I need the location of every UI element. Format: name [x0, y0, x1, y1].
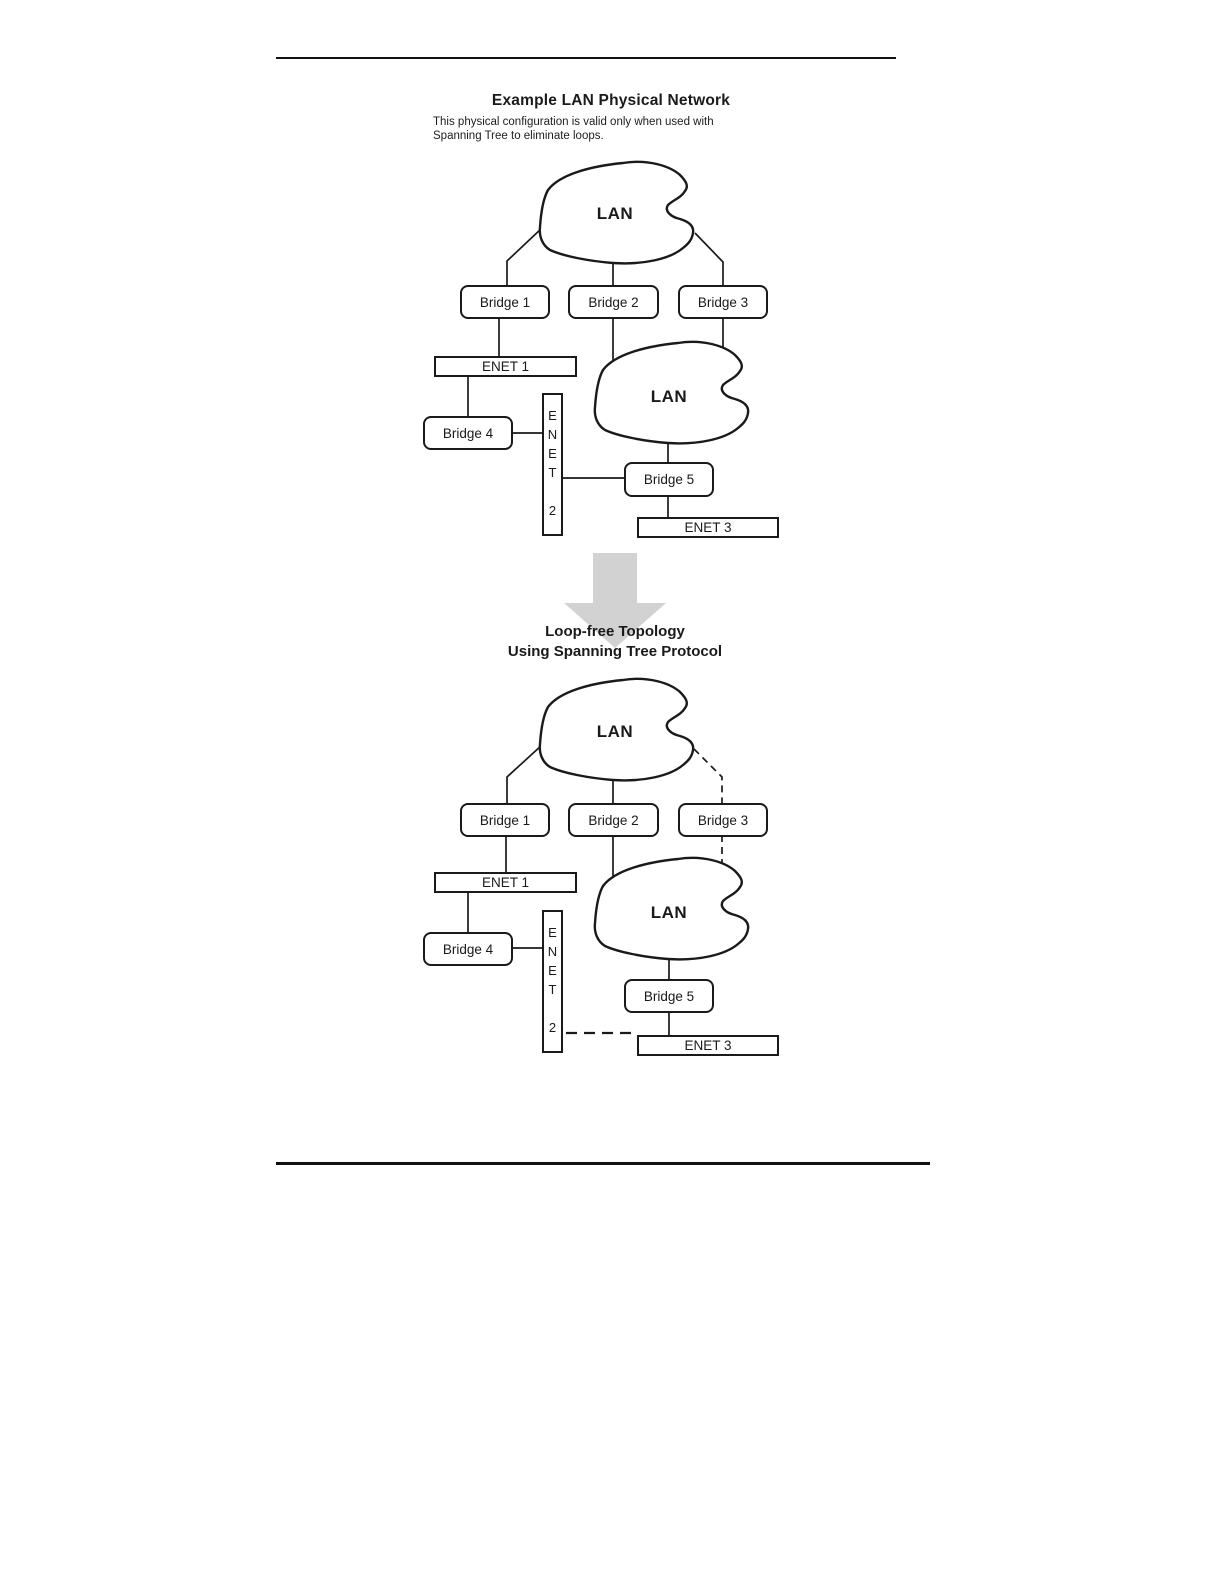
node-bridge2: Bridge 2 — [568, 285, 659, 319]
top-rule — [276, 57, 896, 59]
blocked-link-lan-bridge3 — [693, 748, 723, 806]
physical-diagram-title: Example LAN Physical Network — [491, 92, 731, 109]
node-enet1: ENET 1 — [434, 356, 577, 377]
loopfree-title-line-2: Using Spanning Tree Protocol — [507, 642, 723, 660]
loopfree-title-line-1: Loop-free Topology — [545, 623, 685, 640]
down-arrow-icon — [564, 553, 666, 648]
lan-label: LAN — [596, 204, 634, 223]
link-lan-bridge1 — [506, 744, 543, 806]
node-enet1: ENET 1 — [434, 872, 577, 893]
link-lan-bridge3 — [694, 232, 724, 290]
node-bridge3: Bridge 3 — [678, 803, 768, 837]
node-enet2: ENET 2 — [542, 910, 563, 1053]
link-lan-bridge1 — [506, 227, 543, 290]
loopfree-diagram-links — [467, 744, 723, 1037]
lan-label: LAN — [650, 903, 688, 922]
node-enet2: ENET 2 — [542, 393, 563, 536]
node-bridge4: Bridge 4 — [423, 416, 513, 450]
node-bridge5: Bridge 5 — [624, 979, 714, 1013]
node-enet3: ENET 3 — [637, 517, 779, 538]
node-bridge4: Bridge 4 — [423, 932, 513, 966]
bottom-rule — [276, 1162, 930, 1165]
subtitle-line-1: This physical configuration is valid onl… — [433, 116, 714, 128]
physical-diagram-subtitle: This physical configuration is valid onl… — [433, 116, 803, 143]
subtitle-line-2: Spanning Tree to eliminate loops. — [433, 129, 604, 142]
node-bridge5: Bridge 5 — [624, 462, 714, 497]
physical-diagram-links — [467, 227, 724, 519]
node-bridge2: Bridge 2 — [568, 803, 659, 837]
node-bridge3: Bridge 3 — [678, 285, 768, 319]
node-bridge1: Bridge 1 — [460, 803, 550, 837]
lan-label: LAN — [650, 387, 688, 406]
node-enet3: ENET 3 — [637, 1035, 779, 1056]
node-bridge1: Bridge 1 — [460, 285, 550, 319]
lan-label: LAN — [596, 722, 634, 741]
loopfree-diagram-title: Loop-free Topology Using Spanning Tree P… — [440, 622, 790, 661]
